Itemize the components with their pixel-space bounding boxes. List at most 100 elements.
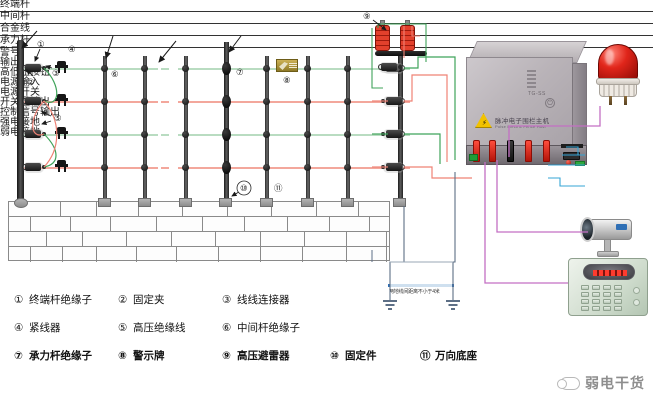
hv-lv-button[interactable] (561, 144, 583, 148)
high-voltage-icon: ⚡ (475, 113, 492, 128)
terminal-pole-insulator (22, 63, 46, 74)
legend-num-4: ④ (14, 322, 24, 334)
lightning-arrester (375, 20, 427, 64)
middle-pole-insulator (263, 164, 270, 171)
fence-terminal-red[interactable] (489, 140, 496, 162)
wire-tensioner (55, 160, 68, 172)
middle-pole-insulator (182, 65, 189, 72)
middle-pole-insulator (182, 131, 189, 138)
pole-base (179, 198, 192, 207)
power-input-button[interactable] (566, 160, 571, 165)
middle-pole-insulator (344, 65, 351, 72)
terminal-pole-insulator (22, 162, 46, 173)
fence-wire-row-2 (24, 101, 410, 103)
fence-terminal-red[interactable] (543, 140, 550, 162)
pulse-fence-host[interactable]: TG-SS ⏻ ⚡ 脉冲电子围栏主机 Pulse Electric Fence … (466, 41, 588, 172)
keypad-round-button[interactable] (633, 299, 640, 306)
wire-gap-marker (161, 133, 169, 136)
legend-text-5: 高压绝缘线 (133, 322, 186, 334)
legend-text-8: 警示牌 (133, 350, 165, 362)
fence-terminal-black[interactable] (507, 140, 514, 162)
security-camera (580, 215, 642, 259)
legend-num-3: ③ (222, 294, 232, 306)
middle-pole-insulator (304, 164, 311, 171)
fence-wire-row-4 (24, 167, 410, 169)
label-bearing-pole: 承力杆 (0, 36, 653, 48)
legend-num-7: ⑦ (14, 350, 23, 362)
pole-base (14, 198, 28, 208)
middle-pole-insulator (263, 98, 270, 105)
callout-8: ⑧ (283, 75, 291, 85)
arrester-base-plate (375, 51, 427, 56)
pole-base (98, 198, 111, 207)
fence-terminal-red[interactable] (525, 140, 532, 162)
wire-gap-marker (161, 166, 169, 169)
warning-sign-text (289, 63, 297, 69)
legend-num-9: ⑨ (222, 350, 231, 362)
watermark: 弱电干货 (557, 373, 645, 393)
wire-tensioner (55, 127, 68, 139)
arrester-column (400, 25, 415, 51)
legend-text-1: 终端杆绝缘子 (29, 294, 92, 306)
legend-num-8: ⑧ (118, 350, 127, 362)
pole-base (219, 198, 232, 207)
callout-1: ① (37, 39, 45, 49)
legend-num-5: ⑤ (118, 322, 128, 334)
middle-pole-insulator (304, 65, 311, 72)
power-switch[interactable] (563, 152, 580, 160)
middle-pole-insulator (141, 164, 148, 171)
power-terminal-block[interactable] (575, 161, 585, 166)
label-alarm-output: 警号 (0, 47, 20, 58)
camera-badge (616, 224, 627, 230)
middle-pole-insulator (141, 65, 148, 72)
ground-terminal[interactable] (469, 154, 478, 161)
weak-electric-ground-icon (445, 300, 461, 312)
control-keypad[interactable] (568, 258, 648, 316)
callout-2: ② (27, 77, 35, 87)
legend-item-3: ③ 线线连接器 (222, 292, 290, 307)
keypad-buttons[interactable] (581, 285, 625, 311)
pole-base (138, 198, 151, 207)
keypad-round-button[interactable] (633, 287, 640, 294)
wire-tensioner (55, 61, 68, 73)
arrester-insulator (378, 62, 402, 73)
warning-sign (276, 59, 298, 72)
legend-text-3: 线线连接器 (237, 294, 290, 306)
pole-base (393, 198, 406, 207)
cloud-icon (557, 376, 580, 390)
camera-mount (597, 251, 619, 257)
legend-num-10: ⑩ (330, 350, 339, 362)
bearing-pole-insulator (222, 128, 231, 141)
bearing-pole-insulator (222, 62, 231, 75)
middle-pole-insulator (101, 164, 108, 171)
legend-item-8: ⑧ 警示牌 (118, 348, 165, 363)
terminal-pole-insulator (381, 162, 405, 173)
beacon-highlight (605, 49, 614, 65)
legend-num-2: ② (118, 294, 128, 306)
terminal-pole-insulator (381, 129, 405, 140)
bearing-pole-insulator (222, 161, 231, 174)
fence-wire-row-3 (24, 134, 410, 136)
beacon-dome (598, 44, 638, 80)
watermark-text: 弱电干货 (585, 375, 645, 391)
terminal-pole-insulator (22, 96, 46, 107)
callout-4: ④ (68, 44, 76, 54)
middle-pole-insulator (304, 98, 311, 105)
keypad-display (583, 264, 635, 280)
fence-terminal-red[interactable] (473, 140, 480, 162)
power-indicator-icon: ⏻ (545, 98, 555, 108)
callout-9: ⑨ (363, 11, 371, 21)
middle-pole-insulator (344, 131, 351, 138)
middle-pole-insulator (263, 65, 270, 72)
label-control-signal-output: 控制信号输出 (0, 107, 60, 118)
legend-text-11: 万向底座 (435, 350, 477, 362)
beacon-base (599, 84, 637, 97)
legend-text-6: 中间杆绝缘子 (237, 322, 300, 334)
middle-pole-insulator (344, 164, 351, 171)
middle-pole-insulator (182, 98, 189, 105)
